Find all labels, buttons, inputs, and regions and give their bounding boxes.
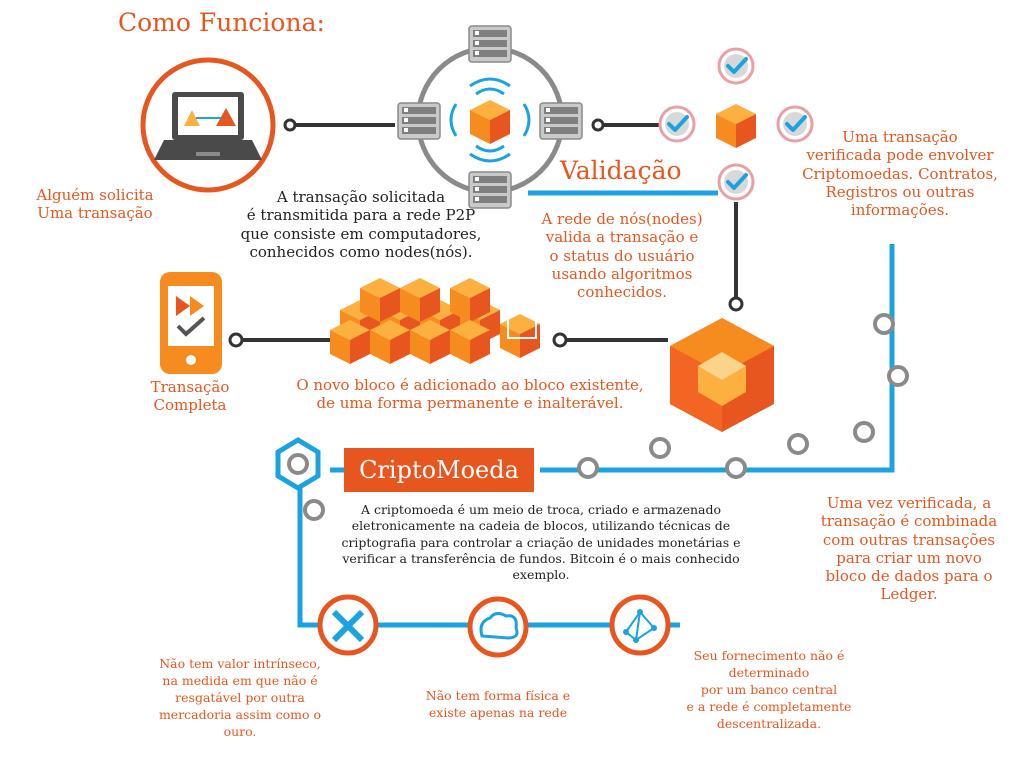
phone-icon (160, 272, 222, 374)
property-no-value-text: Não tem valor intrínseco,na medida em qu… (158, 656, 322, 739)
no-value-icon (317, 594, 379, 656)
chain-line (297, 190, 895, 628)
page-title: Como Funciona: (118, 8, 325, 37)
laptop-icon (140, 57, 276, 193)
crypto-description: A criptomoeda é um meio de troca, criado… (341, 502, 741, 582)
crypto-label: CriptoMoeda (344, 448, 534, 492)
p2p-network-icon (397, 25, 583, 209)
decentralized-network-icon (609, 594, 671, 656)
step-block-added-text: O novo bloco é adicionado ao bloco exist… (296, 376, 644, 413)
validation-label: Validação (560, 156, 682, 185)
step-validate-text: A rede de nós(nodes)valida a transação e… (541, 210, 703, 302)
blockchain-blocks-icon (330, 278, 540, 364)
new-block-cube-icon (670, 318, 774, 432)
network-cloud-icon (467, 596, 529, 658)
